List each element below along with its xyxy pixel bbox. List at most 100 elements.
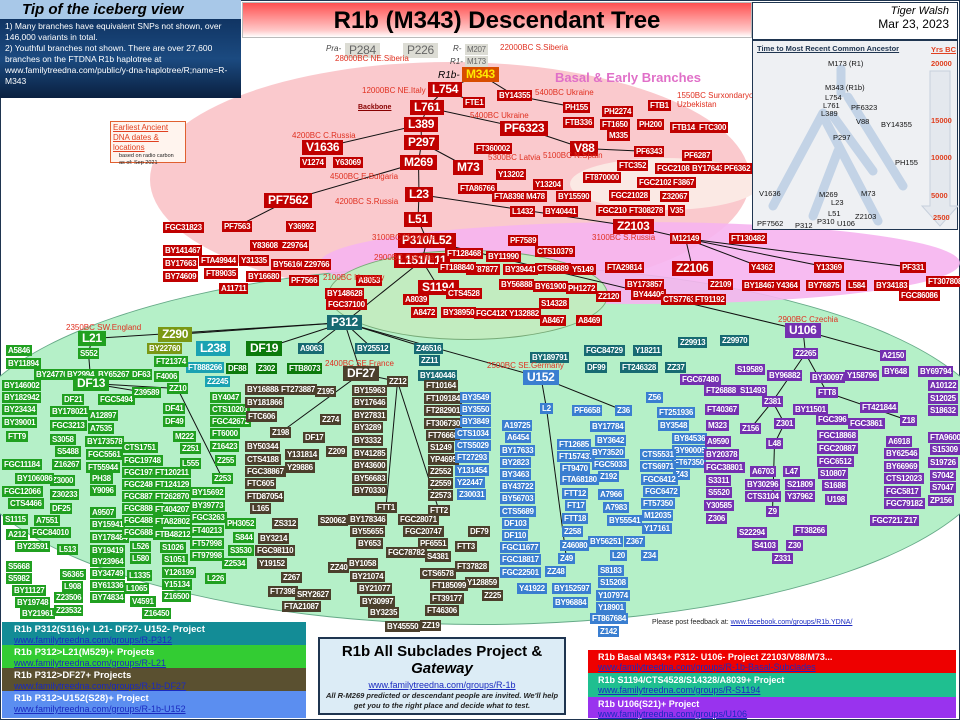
tree-node-p312: DF19 (246, 341, 283, 356)
tree-node-u152: BY73520 (590, 447, 626, 458)
tree-node-l21: FGC88866 (122, 503, 163, 514)
tree-node-basal: V35 (668, 205, 686, 216)
iceberg-url[interactable]: www.familytreedna.com/public/y-dna-haplo… (5, 65, 228, 86)
tree-node-u152: BY3548 (658, 420, 690, 431)
tmrca-clade-label: PF6323 (851, 103, 878, 112)
tree-node-u152: Z367 (624, 536, 646, 547)
iceberg-line1: 1) Many branches have equivalent SNPs no… (5, 21, 222, 42)
date-location-annotation: 2400BC SE.France (325, 359, 394, 368)
date-location-annotation: 2500BC SE.Germany (487, 361, 564, 370)
project-link[interactable]: www.familytreedna.com/groups/R-1b-DF27 (14, 681, 187, 691)
tree-node-u152: CTS5029 (455, 440, 491, 451)
tree-node-basal: FTB1 (648, 100, 671, 111)
tree-node-basal: FGC21028 (609, 190, 650, 201)
tree-node-basal: FT1650 (600, 119, 630, 130)
tree-node-z2103: Z2106 (672, 261, 713, 276)
tree-node-l151: FT188840 (438, 262, 477, 273)
tree-node-l21: A12897 (88, 410, 119, 421)
tree-node-u152: BY56251 (588, 536, 624, 547)
tree-node-p312: ZZ37 (665, 362, 687, 373)
tree-node-l21: Z16450 (142, 608, 172, 619)
tree-node-df27: FTA21087 (282, 601, 321, 612)
tree-node-u152: CTS5689 (500, 506, 536, 517)
tree-node-u106: S11493 (738, 385, 768, 396)
tree-node-basal: FGC21088 (655, 163, 696, 174)
tree-node-p312: Z46516 (414, 343, 444, 354)
tree-node-df27: ZZ19 (420, 620, 442, 631)
project-link[interactable]: www.familytreedna.com/groups/R-S1194 (598, 685, 761, 695)
tree-node-l21: CTS4466 (8, 498, 44, 509)
tree-node-l21: BY11894 (6, 358, 41, 369)
tree-node-u152: FGC18817 (500, 554, 541, 565)
date-location-annotation: 4200BC C.Russia (292, 131, 356, 140)
date-location-annotation: 4200BC S.Russia (335, 197, 399, 206)
tree-node-u106: FT38266 (793, 525, 827, 536)
tree-node-basal: BY15590 (556, 191, 592, 202)
tree-node-u152: FT157437 (557, 451, 596, 462)
tree-node-u106: FGC6512 (817, 456, 854, 467)
tree-node-l151: BY38950 (441, 307, 477, 318)
tree-node-basal: PH2274 (602, 106, 634, 117)
tree-node-basal: L1432 (510, 206, 536, 217)
tree-node-u106: S1688 (822, 480, 848, 491)
tree-node-basal: FT870000 (583, 172, 622, 183)
tree-node-df27: FTT2 (428, 505, 450, 516)
project-link[interactable]: www.familytreedna.com/groups/R-P312 (14, 635, 173, 645)
tmrca-clade-label: P312 (795, 221, 813, 230)
tree-node-u106: FGC38801 (704, 462, 745, 473)
tmrca-clade-label: L761 (823, 101, 840, 110)
tmrca-clade-label: L754 (825, 93, 842, 102)
tree-node-l21: L908 (62, 581, 84, 592)
project-panel: R1b Basal M343+ P312- U106- Project Z210… (588, 650, 956, 673)
tree-node-df27: S20062 (318, 515, 348, 526)
project-link[interactable]: www.familytreedna.com/groups/U106 (598, 709, 748, 719)
project-link[interactable]: www.familytreedna.com/groups/R-1b-U152 (14, 704, 186, 714)
tree-node-u106: U198 (825, 494, 847, 505)
tree-node-df27: FTT3 (455, 541, 477, 552)
tmrca-year-tick: 2500 (933, 213, 950, 222)
tree-node-u152: PF6658 (572, 405, 603, 416)
tree-node-basal: V1274 (300, 157, 326, 168)
tree-node-basal: P297 (404, 135, 439, 150)
tree-node-l21: FGC12066 (2, 486, 43, 497)
tree-node-l21: BY39001 (2, 417, 38, 428)
tree-node-u106: BY648 (882, 366, 909, 377)
project-link[interactable]: www.familytreedna.com/groups/R-L21 (14, 658, 167, 668)
tree-node-df27: DF27 (343, 366, 380, 381)
tree-node-u106: ZP156 (928, 495, 955, 506)
tree-edge (280, 373, 362, 433)
tree-node-l21: DF49 (163, 416, 186, 427)
tree-node-l151: A8472 (411, 307, 438, 318)
tree-node-u106: FTA96009 (928, 432, 960, 443)
tree-node-u106: FGC5817 (884, 486, 921, 497)
tree-node-u106: BY20378 (704, 449, 740, 460)
tree-node-l21: DF21 (62, 394, 85, 405)
tree-node-df27: S4381 (425, 551, 451, 562)
tree-node-u152: FT17 (565, 500, 587, 511)
earliest-ancient-dna-legend: Earliest Ancient DNA dates & locations b… (110, 121, 186, 166)
feedback-link[interactable]: www.facebook.com/groups/R1b.YDNA/ (730, 619, 853, 626)
tree-node-u106: BY69794 (918, 366, 954, 377)
tree-node-u152: U152 (523, 370, 559, 385)
tree-node-l21: BY65267 (96, 369, 132, 380)
tree-node-df27: FT37828 (455, 561, 489, 572)
tree-node-l21: BY11127 (12, 585, 47, 596)
tree-node-u106: S4103 (752, 540, 778, 551)
tree-node-l21: BY2994 (65, 369, 97, 380)
tree-node-df27: DF17 (303, 432, 326, 443)
tree-node-df27: FT306730 (424, 418, 463, 429)
gateway-box: R1b All Subclades Project & Gateway www.… (318, 637, 566, 715)
legend-note2: as of: Sep 2021 (119, 160, 158, 166)
tree-node-df27: ZZ12 (387, 376, 409, 387)
tree-node-df27: BY41285 (352, 448, 388, 459)
date-location-annotation: 12000BC NE.Italy (362, 86, 426, 95)
tree-node-u152: Z36 (615, 405, 632, 416)
tree-node-df27: FGC98110 (255, 545, 296, 556)
gateway-link[interactable]: www.familytreedna.com/groups/R-1b (368, 680, 516, 690)
tree-node-p312: Z2245 (205, 376, 231, 387)
project-link[interactable]: www.familytreedna.com/groups/R-1b-Basal-… (598, 662, 816, 672)
tree-node-l21: L226 (205, 573, 227, 584)
tree-node-u106: S19589 (735, 364, 765, 375)
tree-node-df27: BY21074 (350, 571, 386, 582)
tree-node-u152: Y17161 (642, 523, 672, 534)
